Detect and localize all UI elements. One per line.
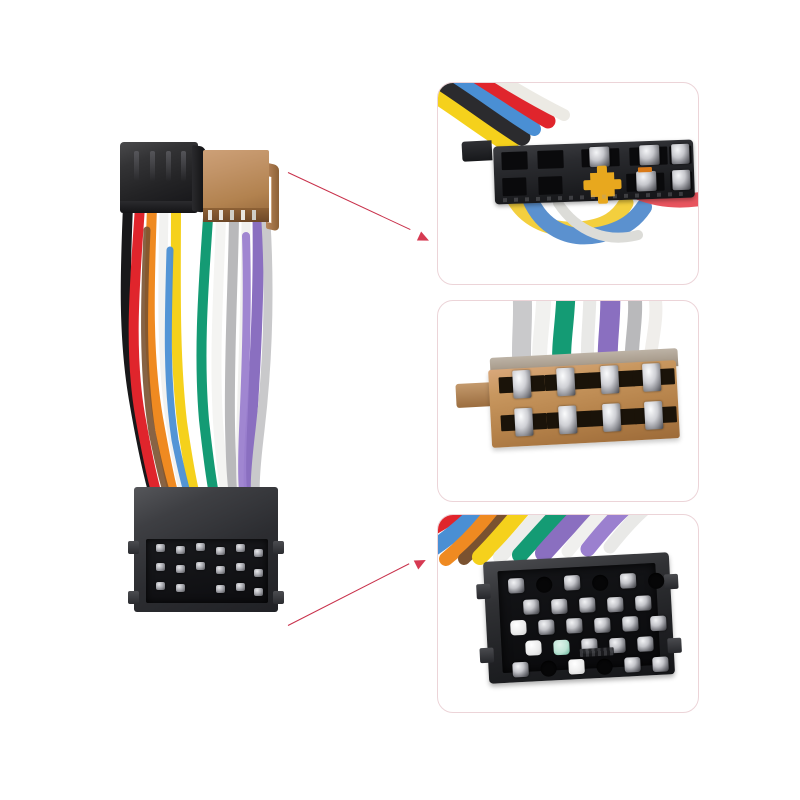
panel3-iso-housing bbox=[476, 552, 682, 684]
panel1-black-connector bbox=[493, 139, 695, 205]
panel2-brown-connector bbox=[488, 360, 680, 448]
detail-panel-iso-housing bbox=[437, 514, 699, 713]
panel3-pin-face bbox=[497, 562, 669, 678]
panel1-connector-tab bbox=[461, 140, 493, 162]
bottom-iso-housing bbox=[128, 487, 284, 612]
brown-connector-face bbox=[203, 208, 269, 222]
detail-panel-black-connector bbox=[437, 82, 699, 285]
housing-pin-face bbox=[146, 539, 268, 603]
panel3-wires bbox=[438, 515, 648, 566]
detail-panel-brown-connector bbox=[437, 300, 699, 502]
brown-speaker-connector bbox=[203, 150, 269, 214]
black-power-connector bbox=[120, 142, 198, 213]
housing-mold-stamp bbox=[579, 647, 614, 657]
main-product-photo bbox=[120, 142, 284, 612]
wire-bundle-upper bbox=[120, 200, 273, 505]
